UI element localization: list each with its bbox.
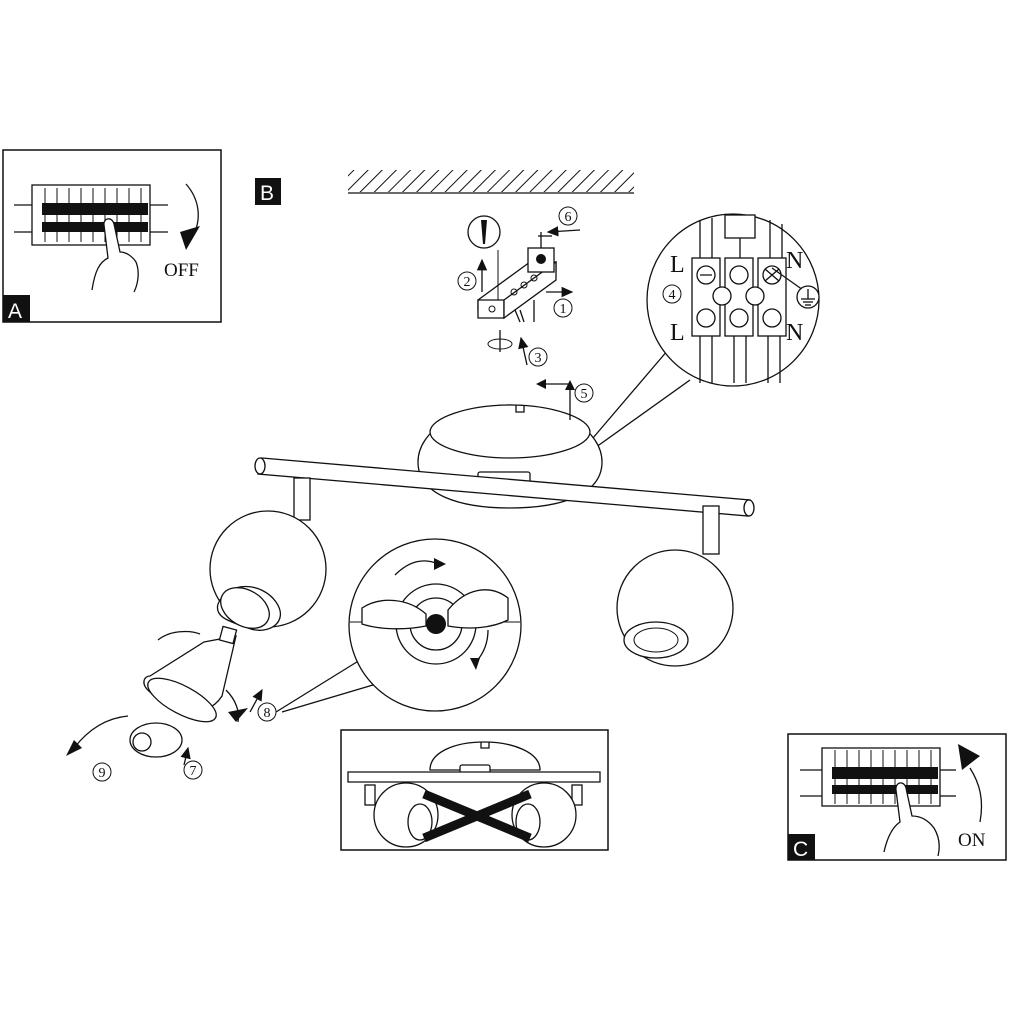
terminal-label-l-bottom: L [670, 320, 685, 346]
svg-text:7: 7 [190, 764, 197, 779]
breaker-panel-icon [14, 184, 168, 246]
step-4: 4 [662, 284, 682, 304]
bulb-detail [275, 538, 522, 713]
panel-c-badge: C [793, 838, 808, 861]
wrong-orientation-panel [340, 729, 609, 851]
lamp-bar [254, 457, 755, 517]
svg-text:2: 2 [464, 275, 471, 290]
ground-symbol-icon [796, 285, 820, 309]
panel-c: ON C [787, 733, 1007, 861]
spotlight-right [616, 505, 734, 667]
switch-off-label: OFF [164, 260, 199, 281]
step-7: 7 [183, 760, 203, 780]
svg-text:3: 3 [535, 351, 542, 366]
screw-icon [467, 215, 501, 249]
svg-text:6: 6 [565, 210, 572, 225]
svg-text:5: 5 [581, 387, 588, 402]
step-1: 1 [553, 298, 573, 318]
spotlight-left [209, 477, 327, 631]
panel-a: OFF A [2, 149, 222, 323]
terminal-block [691, 257, 787, 337]
breaker-panel-icon [800, 747, 956, 807]
ceiling [348, 170, 634, 194]
wrong-cross-icon [422, 789, 532, 843]
panel-b-badge-group: B [255, 178, 281, 205]
rotation-arrow-icon [969, 767, 983, 823]
terminal-label-n-bottom: N [786, 320, 803, 346]
mounting-bracket [467, 215, 581, 366]
hand-icon [91, 218, 139, 293]
svg-text:4: 4 [669, 288, 676, 303]
svg-text:1: 1 [560, 302, 567, 317]
svg-text:8: 8 [264, 706, 271, 721]
step-2: 2 [457, 271, 477, 291]
hand-icon [883, 782, 940, 857]
terminal-label-l-top: L [670, 252, 685, 278]
step-5: 5 [536, 379, 594, 420]
step-9: 9 [92, 762, 112, 782]
panel-b-badge: B [260, 182, 274, 205]
switch-on-label: ON [958, 830, 986, 851]
step-6: 6 [558, 206, 578, 226]
step-8: 8 [257, 702, 277, 722]
terminal-label-n-top: N [786, 248, 803, 274]
wiring-detail: L N L N [586, 213, 820, 451]
step-3: 3 [528, 347, 548, 367]
svg-text:9: 9 [99, 766, 106, 781]
bulb-icon [66, 625, 263, 766]
panel-a-badge: A [8, 300, 22, 323]
